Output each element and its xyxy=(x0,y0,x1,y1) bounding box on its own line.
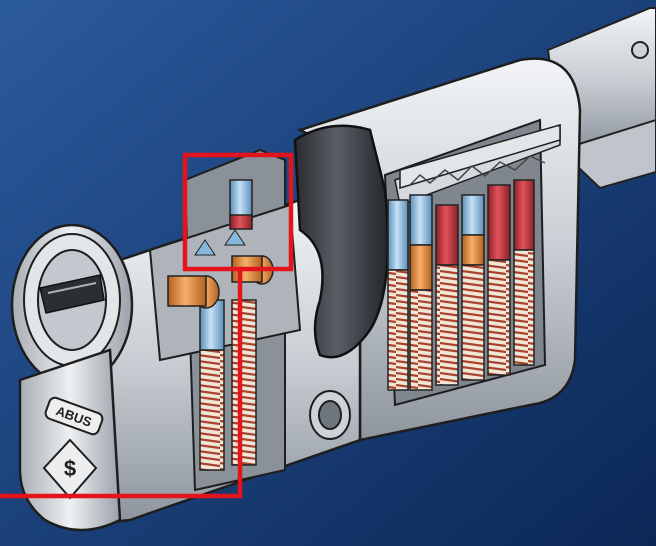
rear-pin-stacks xyxy=(387,124,561,391)
highlight-callout xyxy=(0,152,294,499)
rear-pin-stack xyxy=(487,184,511,376)
rear-pin-stack xyxy=(513,179,535,366)
abus-logo: ABUS xyxy=(44,396,104,436)
cam xyxy=(293,124,390,359)
rear-pin-stack xyxy=(409,194,433,391)
rear-pin-stack xyxy=(461,194,485,381)
rear-pin-stack xyxy=(387,199,409,391)
leader-line xyxy=(0,269,243,499)
rear-pin-stack xyxy=(435,204,459,386)
front-pin-stack-1 xyxy=(199,299,225,471)
front-pin-stack-2 xyxy=(229,179,257,466)
svg-text:$: $ xyxy=(64,456,76,481)
